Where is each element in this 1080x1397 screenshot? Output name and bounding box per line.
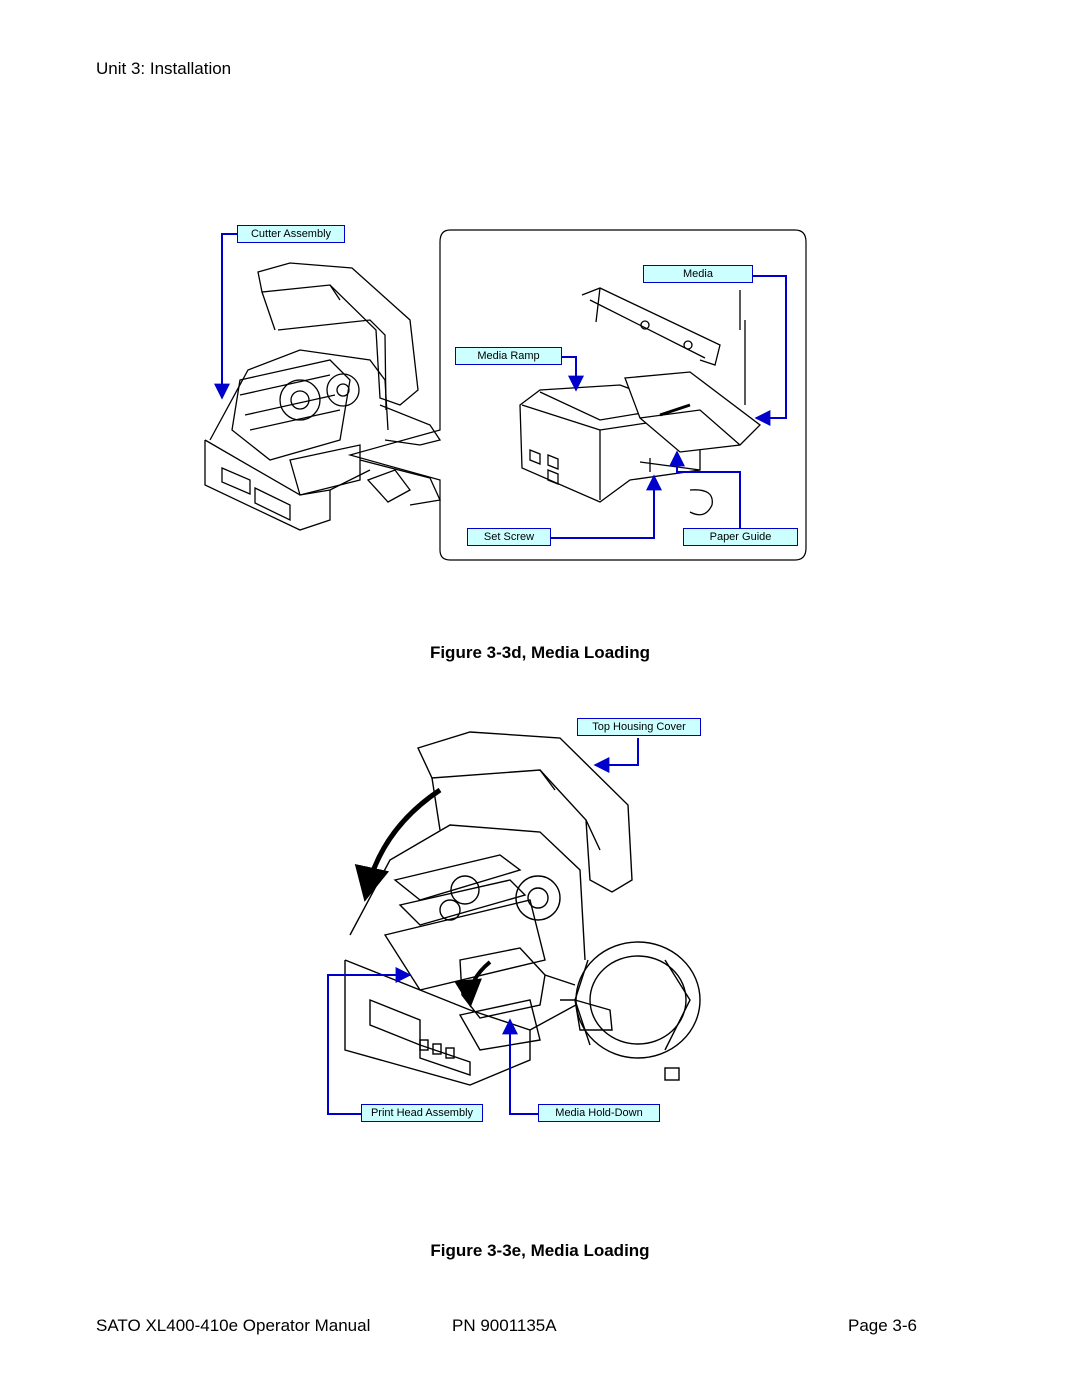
callout-media-hold-down: Media Hold-Down <box>538 1104 660 1122</box>
callout-top-housing-cover: Top Housing Cover <box>577 718 701 736</box>
media-ramp-detail-drawing <box>519 287 761 516</box>
callout-media-ramp: Media Ramp <box>455 347 562 365</box>
unit-title: Unit 3: Installation <box>96 59 232 78</box>
printer-drawing-3d <box>204 262 442 531</box>
callout-cutter-assembly: Cutter Assembly <box>237 225 345 243</box>
callout-print-head-assembly: Print Head Assembly <box>361 1104 483 1122</box>
printer-drawing-3e <box>344 731 701 1086</box>
figure-3d-caption: Figure 3-3d, Media Loading <box>429 643 651 662</box>
footer-part-number: PN 9001135A <box>452 1316 557 1335</box>
footer-page-number: Page 3-6 <box>848 1316 917 1335</box>
callout-media: Media <box>643 265 753 283</box>
detail-callout-frame <box>347 229 807 561</box>
figure-3e-caption: Figure 3-3e, Media Loading <box>430 1241 650 1260</box>
callout-set-screw: Set Screw <box>467 528 551 546</box>
footer-manual-title: SATO XL400-410e Operator Manual <box>96 1316 371 1335</box>
callout-paper-guide: Paper Guide <box>683 528 798 546</box>
